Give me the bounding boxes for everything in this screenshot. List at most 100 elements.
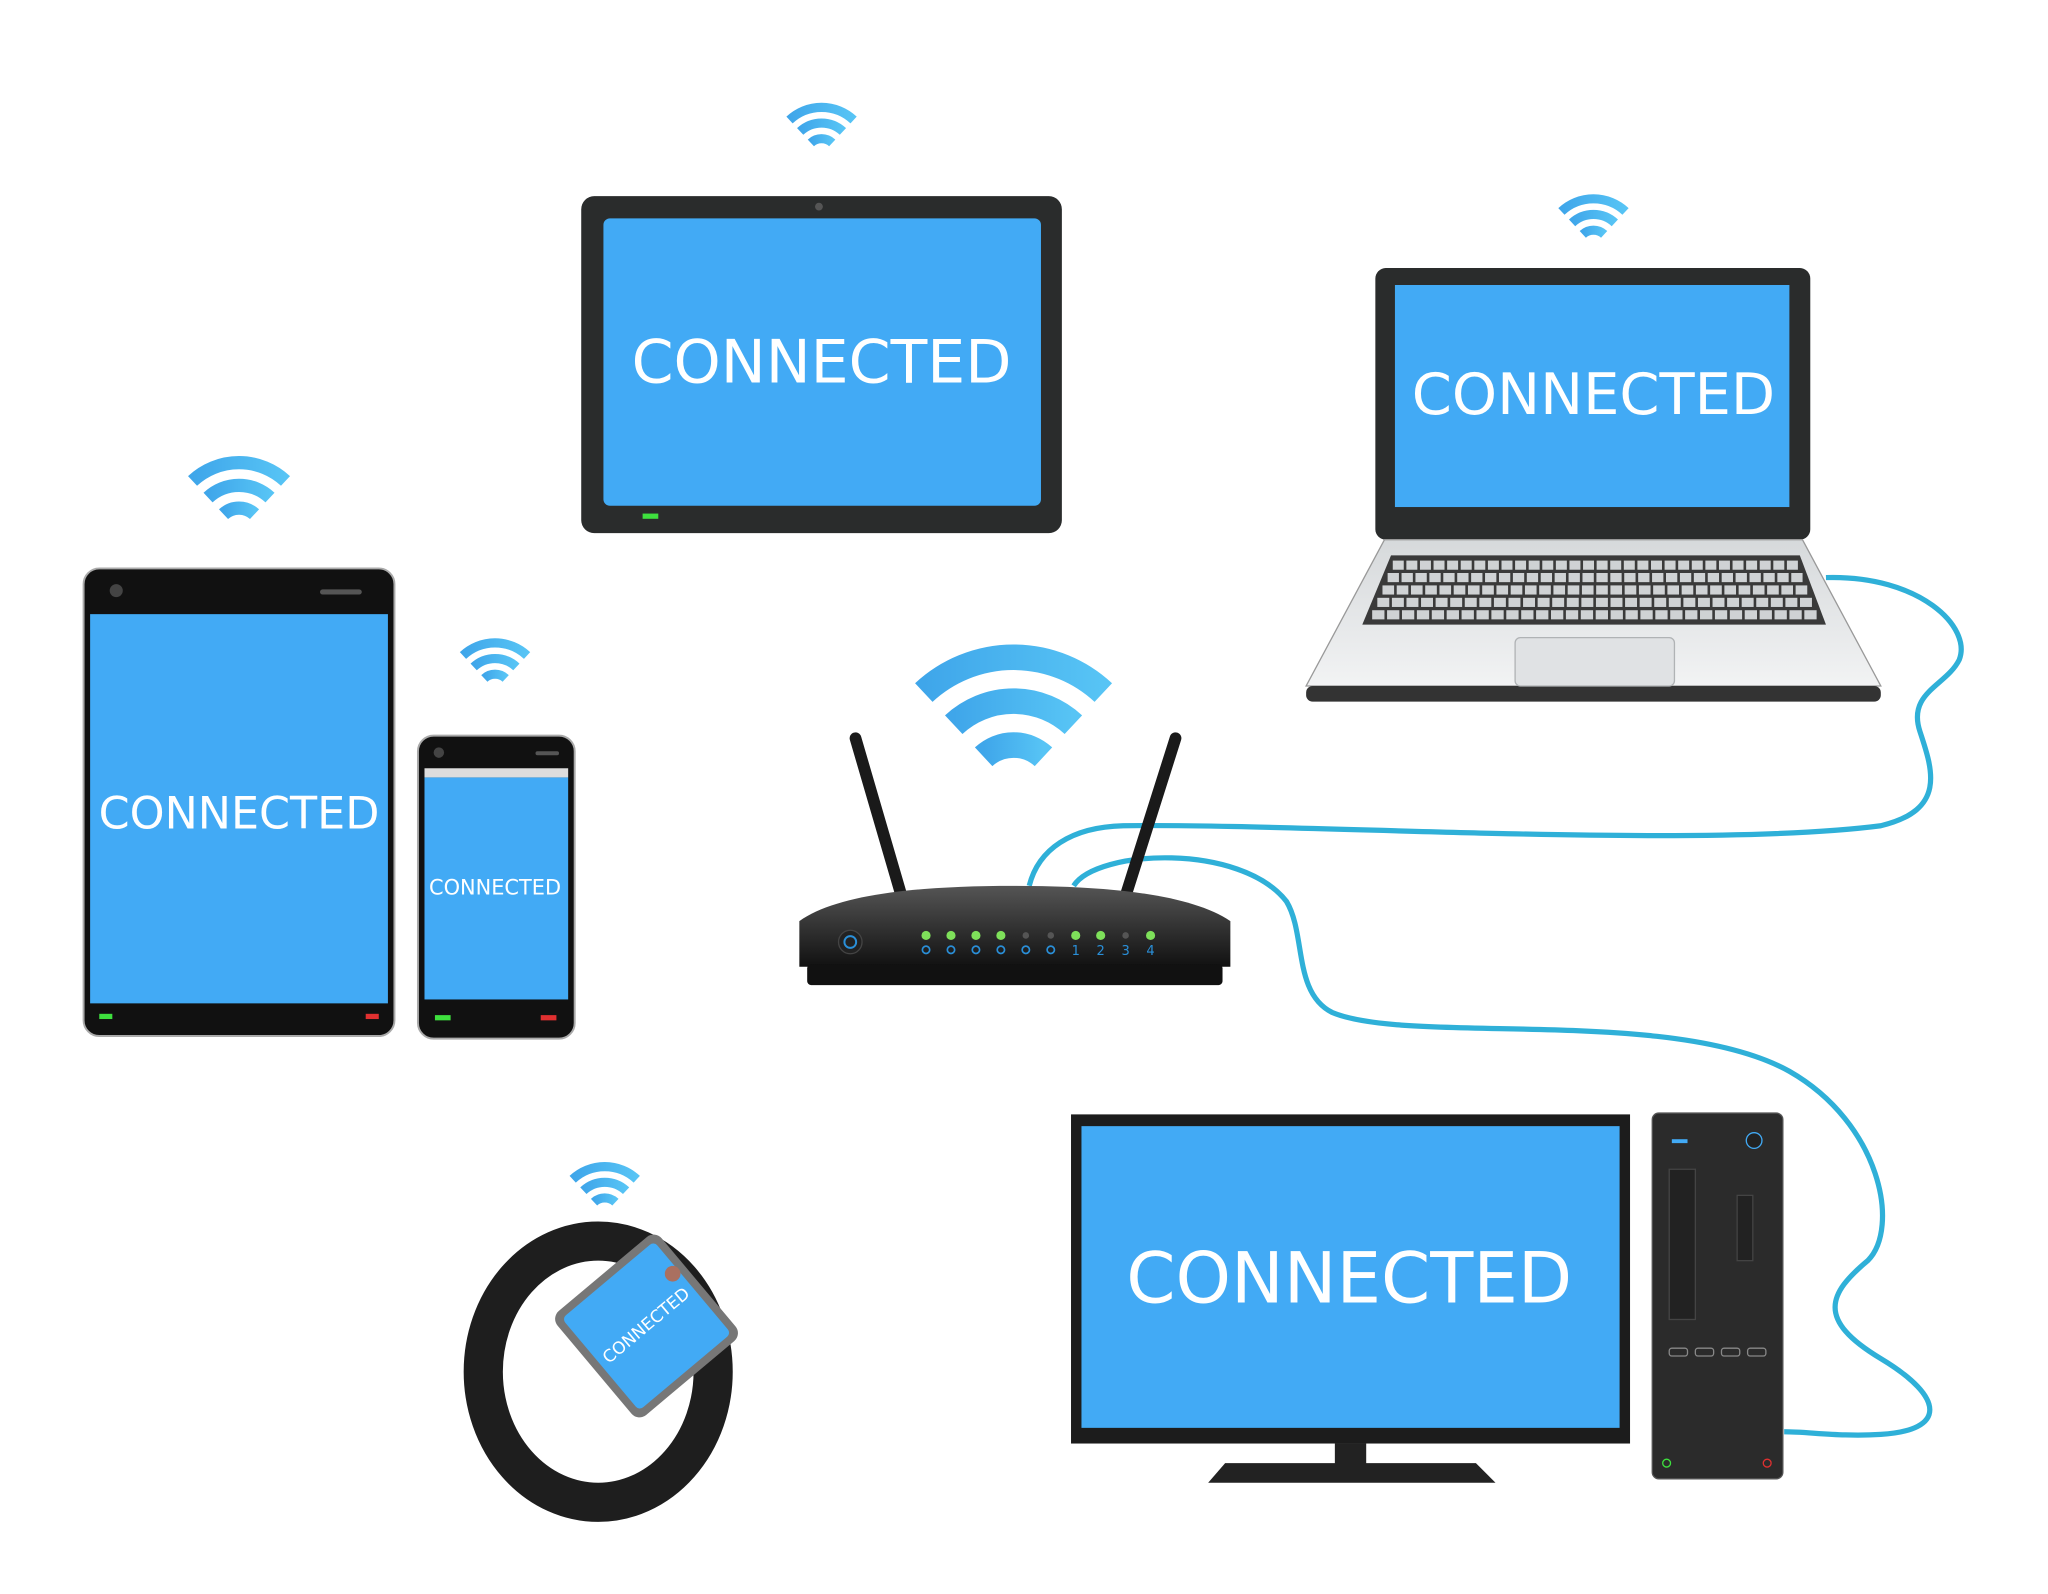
key	[1528, 560, 1540, 570]
key	[1515, 560, 1527, 570]
key	[1512, 573, 1525, 583]
key	[1729, 610, 1743, 620]
power-icon	[843, 935, 858, 949]
wifi-signal-icon	[915, 644, 1113, 767]
key	[1536, 610, 1549, 620]
key	[1795, 585, 1808, 595]
key	[1526, 573, 1539, 583]
key	[1453, 585, 1466, 595]
key	[1429, 573, 1441, 583]
key	[1493, 597, 1506, 607]
key	[1654, 597, 1667, 607]
key	[1705, 560, 1717, 570]
key	[1581, 585, 1594, 595]
key	[1683, 597, 1696, 607]
key	[1542, 560, 1554, 570]
key	[1707, 573, 1720, 583]
wifi-signal-icon	[786, 102, 857, 147]
key	[1655, 610, 1668, 620]
wifi-signal-icon	[1558, 194, 1629, 238]
status-led	[1145, 930, 1156, 941]
key	[1668, 597, 1681, 607]
desktop-tower	[1651, 1112, 1784, 1480]
key	[1568, 573, 1580, 583]
key	[1791, 573, 1803, 583]
key	[1443, 573, 1455, 583]
key	[1651, 560, 1662, 570]
status-led	[946, 930, 956, 941]
key	[1625, 610, 1638, 620]
key	[1406, 560, 1418, 570]
globe-icon	[946, 945, 956, 955]
tablet-landscape: CONNECTED	[581, 196, 1062, 534]
key	[1752, 585, 1765, 595]
key	[1521, 610, 1534, 620]
keyboard	[1372, 560, 1817, 620]
wifi-icon	[996, 945, 1006, 955]
key	[1638, 585, 1651, 595]
key	[1372, 610, 1385, 620]
key	[1387, 573, 1399, 583]
key	[1695, 585, 1708, 595]
key	[1804, 610, 1817, 620]
key	[1467, 585, 1480, 595]
key	[1433, 560, 1445, 570]
key	[1553, 585, 1566, 595]
key	[1670, 610, 1683, 620]
key	[1721, 573, 1733, 583]
key	[1610, 610, 1623, 620]
key	[1732, 560, 1744, 570]
screen-text: CONNECTED	[99, 789, 380, 840]
network-icon	[971, 945, 981, 955]
screen-text: CONNECTED	[429, 875, 561, 899]
key	[1767, 585, 1779, 595]
cloud-icon	[1021, 945, 1031, 955]
screen-text: CONNECTED	[1412, 361, 1775, 428]
key	[1746, 560, 1758, 570]
key	[1580, 610, 1594, 620]
key	[1770, 597, 1783, 607]
tablet-portrait: CONNECTED	[82, 567, 396, 1037]
key	[1727, 597, 1740, 607]
key	[1774, 610, 1787, 620]
ethernet-cable-laptop	[1026, 574, 1964, 887]
key	[1506, 610, 1519, 620]
key	[1786, 560, 1798, 570]
key	[1652, 573, 1664, 583]
key	[1552, 597, 1565, 607]
smartwatch: CONNECTED	[463, 1221, 738, 1522]
key	[1785, 597, 1798, 607]
key	[1457, 573, 1469, 583]
port-label: 4	[1146, 944, 1154, 959]
key	[1691, 560, 1703, 570]
status-led	[1096, 930, 1106, 941]
key	[1554, 573, 1566, 583]
ethernet-cable-desktop	[1071, 855, 1933, 1438]
status-led	[1022, 932, 1030, 939]
key	[1447, 560, 1459, 570]
key	[1741, 597, 1754, 607]
key	[1510, 585, 1523, 595]
key	[1759, 610, 1772, 620]
key	[1640, 610, 1653, 620]
key	[1439, 585, 1452, 595]
key	[1491, 610, 1504, 620]
wifi-signal-icon	[188, 456, 291, 520]
key	[1471, 573, 1483, 583]
key	[1550, 610, 1564, 620]
smartphone: CONNECTED	[416, 734, 576, 1040]
key	[1382, 585, 1395, 595]
key	[1565, 610, 1579, 620]
refresh-icon	[1046, 945, 1056, 955]
key	[1637, 560, 1649, 570]
key	[1461, 610, 1474, 620]
key	[1756, 597, 1769, 607]
key	[1681, 585, 1694, 595]
key	[1749, 573, 1761, 583]
key	[1479, 597, 1492, 607]
key	[1712, 597, 1725, 607]
screen-text: CONNECTED	[632, 328, 1012, 398]
key	[1610, 573, 1622, 583]
